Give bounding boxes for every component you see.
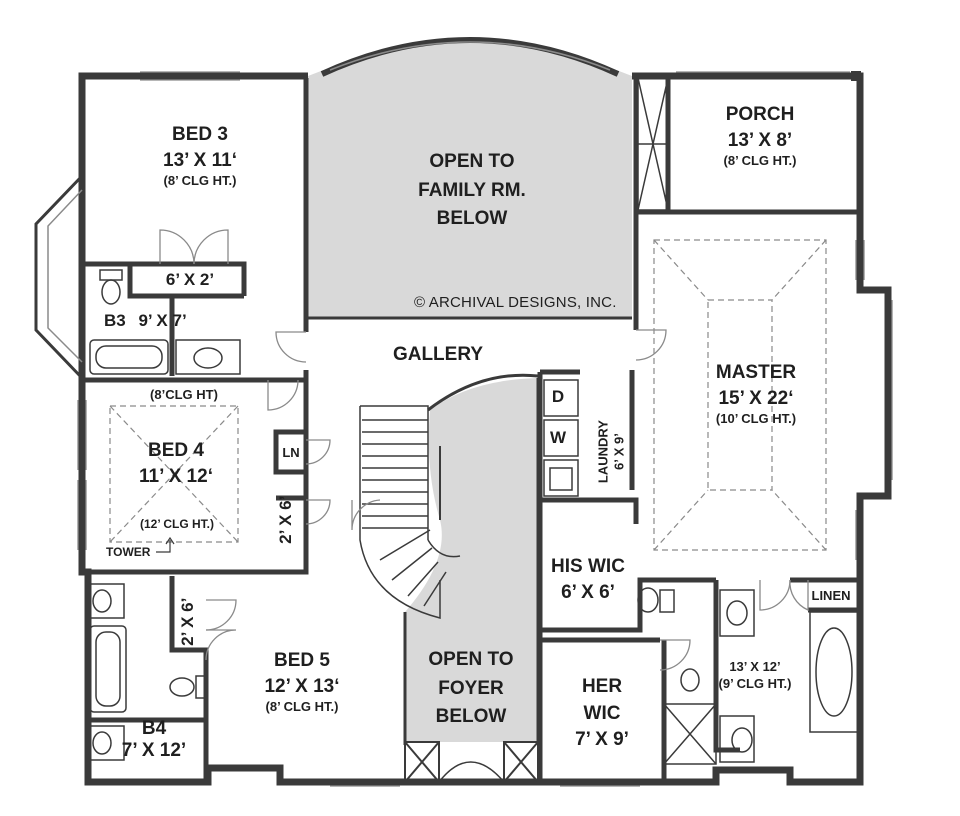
his-wic-size: 6’ X 6’ [561,581,615,603]
laundry-name: LAUNDRY [595,420,611,484]
laundry-size: 6’ X 9’ [611,433,626,471]
interior-walls [84,78,860,782]
staircase [359,373,539,619]
bed3-size: 13’ X 11‘ [163,149,237,171]
railings [308,316,632,745]
porch-size: 13’ X 8’ [727,129,793,151]
bed3-ceiling: (8’ CLG HT.) [163,172,237,188]
tower-label: TOWER [106,545,151,559]
open-family-line2: FAMILY RM. [418,179,526,201]
bed4-size: 11’ X 12‘ [139,465,213,487]
porch-ceiling: (8’ CLG HT.) [723,152,797,168]
gallery-label: GALLERY [392,344,484,365]
master-bath-label: 13’ X 12’ (9’ CLG HT.) [700,659,810,692]
tower-arrow [156,540,171,553]
porch-label: PORCH 13’ X 8’ (8’ CLG HT.) [690,104,830,169]
master-name: MASTER [715,362,797,383]
her-wic-size: 7’ X 9’ [575,729,629,751]
master-tray-ceiling [653,239,827,551]
master-bath-ceiling: (9’ CLG HT.) [718,675,792,691]
door-swings [159,229,809,671]
window-marks [77,71,893,787]
bay-window-bed3 [34,174,84,380]
bed5-name: BED 5 [274,650,330,671]
porch-column [637,77,669,211]
bath4-name: B4 [141,718,167,739]
bed4-label: BED 4 11’ X 12‘ [106,440,246,488]
closet3-size: 6’ X 2’ [165,270,215,289]
open-foyer-line2: FOYER [438,677,504,699]
master-size: 15’ X 22‘ [718,387,794,409]
bed4-tray-ceiling [109,405,239,543]
linen-label: LINEN [811,588,851,603]
bed3-name: BED 3 [172,124,228,145]
open-family-line1: OPEN TO [429,151,515,172]
master-bath-size: 13’ X 12’ [729,659,781,674]
closet5-size: 2’ X 6’ [178,597,198,646]
bed4-ceiling-above: (8’CLG HT) [150,387,218,402]
open-foyer-line3: BELOW [435,706,507,727]
bath3-label: B3 9’ X 7’ [104,311,214,331]
closet4-size: 2’ X 6’ [276,495,296,544]
bath4-size: 7’ X 12’ [121,739,187,761]
open-family-line3: BELOW [436,208,508,229]
his-wic-name: HIS WIC [551,556,625,577]
master-ceiling: (10’ CLG HT.) [715,410,797,426]
his-wic-label: HIS WIC 6’ X 6’ [540,556,636,604]
linen-small-label: LN [282,445,300,460]
her-wic-name: HER [581,676,623,697]
bed5-size: 12’ X 13‘ [264,675,340,697]
laundry-label: LAUNDRY 6’ X 9’ [595,407,626,497]
bed4-name: BED 4 [148,440,204,461]
open-to-family-area [308,43,632,318]
master-label: MASTER 15’ X 22‘ (10’ CLG HT.) [686,362,826,427]
bed5-label: BED 5 12’ X 13‘ (8’ CLG HT.) [232,650,372,715]
open-to-foyer-label: OPEN TO FOYER BELOW [406,646,536,732]
open-foyer-line1: OPEN TO [428,649,514,670]
porch-name: PORCH [725,104,795,125]
plumbing-fixtures [89,269,859,765]
her-wic-label: HER WIC 7’ X 9’ [552,674,652,754]
open-to-family-label: OPEN TO FAMILY RM. BELOW [392,148,552,234]
laundry-dryer: D [551,387,565,406]
her-wic-name2: WIC [583,702,621,724]
copyright-text: © ARCHIVAL DESIGNS, INC. [414,294,617,311]
bed5-ceiling: (8’ CLG HT.) [265,698,339,714]
bed4-ceiling: (12’ CLG HT.) [139,517,214,531]
foyer-columns [404,741,539,783]
bed3-label: BED 3 13’ X 11‘ (8’ CLG HT.) [120,124,280,189]
bath3-name: B3 [104,311,126,330]
bath4-label: B4 7’ X 12’ [104,718,204,762]
laundry-washer: W [549,428,567,447]
bath3-size: 9’ X 7’ [138,311,187,330]
open-to-foyer-area [405,378,538,742]
